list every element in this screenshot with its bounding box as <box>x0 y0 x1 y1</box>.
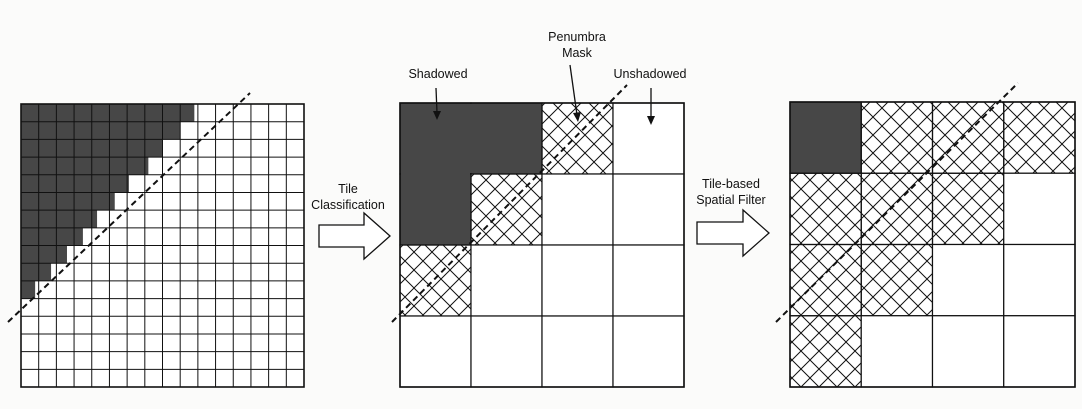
step2-arrow-icon <box>696 208 770 258</box>
shadow-edge-line-2 <box>391 84 628 323</box>
arrow-unshadowed <box>647 88 655 125</box>
classification-tile-penumbra <box>470 173 543 246</box>
step1-arrow-icon <box>318 211 391 261</box>
filtered-tile-unshadowed <box>1003 172 1076 246</box>
classification-tile-unshadowed <box>541 244 614 317</box>
pixel-grid-border <box>20 103 305 388</box>
step2-label-line2: Spatial Filter <box>696 193 765 207</box>
filtered-tile-unshadowed <box>1003 315 1076 388</box>
step1-label-line1: Tile <box>338 182 358 196</box>
filtered-border <box>789 101 1076 388</box>
pixel-grid-panel <box>20 103 305 388</box>
label-shadowed: Shadowed <box>408 67 467 81</box>
filtered-tile-penumbra <box>860 172 934 246</box>
filtered-tile-penumbra <box>860 101 934 174</box>
filtered-tile-penumbra <box>789 172 862 246</box>
label-penumbra-line2: Mask <box>562 46 593 60</box>
classification-tile-unshadowed <box>612 315 685 388</box>
filtered-tile-unshadowed <box>931 315 1005 388</box>
classification-tile-unshadowed <box>541 173 614 246</box>
shadow-edge-line-3 <box>775 82 1019 323</box>
spatial-filter-panel <box>789 101 1076 388</box>
arrow-shadowed <box>433 87 441 120</box>
filtered-tile-shadowed <box>789 101 862 174</box>
filtered-tile-unshadowed <box>1003 243 1076 317</box>
label-penumbra-line1: Penumbra <box>548 30 606 44</box>
classification-tile-unshadowed <box>612 244 685 317</box>
step1-label-line2: Classification <box>311 198 385 212</box>
classification-tile-penumbra <box>399 244 472 317</box>
filtered-tile-penumbra <box>860 243 934 317</box>
label-unshadowed: Unshadowed <box>614 67 687 81</box>
classification-tile-unshadowed <box>541 315 614 388</box>
classification-tile-unshadowed <box>470 244 543 317</box>
classification-tile-unshadowed <box>612 102 685 175</box>
filtered-tile-penumbra <box>1003 101 1076 174</box>
classification-tile-unshadowed <box>470 315 543 388</box>
filtered-tile-penumbra <box>789 315 862 388</box>
classification-border <box>399 102 685 388</box>
tile-classification-panel <box>399 102 685 388</box>
filtered-tile-penumbra <box>931 101 1005 174</box>
classification-shadow-block <box>401 104 541 244</box>
step2-label-line1: Tile-based <box>702 177 760 191</box>
classification-tile-unshadowed <box>399 315 472 388</box>
arrow-penumbra <box>569 64 581 122</box>
filtered-tile-penumbra <box>789 243 862 317</box>
classification-tile-unshadowed <box>612 173 685 246</box>
filtered-tile-penumbra <box>931 172 1005 246</box>
filtered-tile-unshadowed <box>860 315 934 388</box>
shadow-edge-line-1 <box>7 92 251 323</box>
filtered-tile-unshadowed <box>931 243 1005 317</box>
